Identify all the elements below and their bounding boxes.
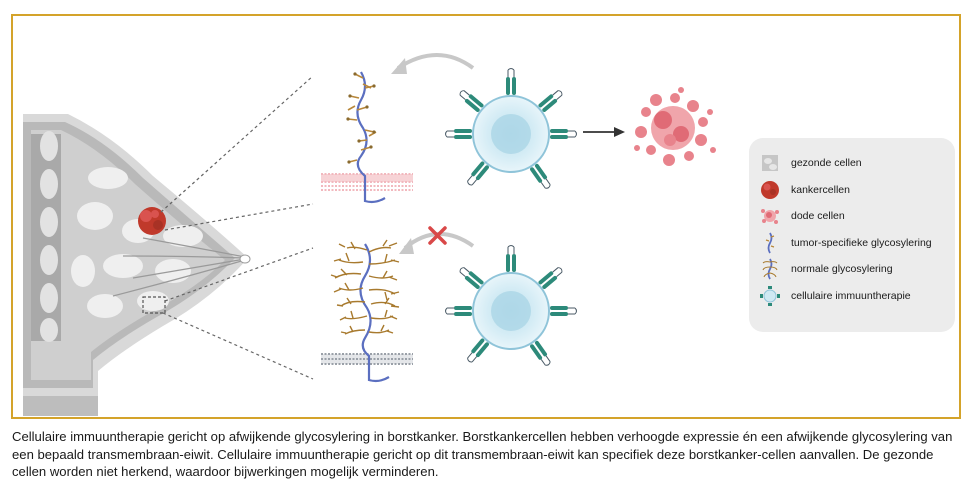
normal-glycosylation-icon	[759, 258, 781, 280]
normal-glycans	[330, 239, 400, 335]
legend: gezonde cellen kankercellen dode cellen …	[749, 138, 955, 332]
legend-label: normale glycosylering	[791, 263, 893, 276]
legend-label: cellulaire immuuntherapie	[791, 289, 911, 302]
recognition-arrow-upper	[396, 53, 475, 70]
healthy-cells-icon	[759, 152, 781, 174]
legend-label: tumor-specifieke glycosylering	[791, 236, 932, 249]
legend-item-immunotherapy: cellulaire immuuntherapie	[759, 283, 945, 310]
dead-cells	[634, 87, 716, 166]
protein-tumor	[356, 71, 386, 204]
legend-item-dead: dode cellen	[759, 203, 945, 230]
cross-icon	[428, 226, 447, 245]
figure-frame: gezonde cellen kankercellen dode cellen …	[11, 14, 961, 419]
cancer-cell-in-breast	[138, 207, 166, 235]
diagram	[23, 53, 716, 416]
figure-caption: Cellulaire immuuntherapie gericht op afw…	[12, 429, 953, 480]
tumor-glycosylation-icon	[759, 232, 781, 254]
membrane-pink	[321, 173, 413, 191]
breast-illustration	[23, 114, 251, 416]
dead-cells-icon	[759, 205, 781, 227]
legend-label: dode cellen	[791, 210, 845, 223]
legend-item-cancer: kankercellen	[759, 177, 945, 204]
zoom-lines	[160, 75, 314, 380]
cancer-cell-icon	[759, 179, 781, 201]
legend-item-normal-glycosylation: normale glycosylering	[759, 256, 945, 283]
legend-label: kankercellen	[791, 183, 850, 196]
tumor-glycans	[347, 73, 377, 163]
kill-arrow	[583, 127, 625, 137]
legend-item-healthy: gezonde cellen	[759, 150, 945, 177]
protein-normal	[359, 243, 390, 383]
immune-cell-lower	[445, 245, 577, 369]
legend-item-tumor-glycosylation: tumor-specifieke glycosylering	[759, 230, 945, 257]
immune-cell-upper	[445, 68, 577, 192]
immunotherapy-cell-icon	[759, 285, 781, 307]
healthy-region-box	[142, 296, 166, 314]
legend-label: gezonde cellen	[791, 157, 862, 170]
